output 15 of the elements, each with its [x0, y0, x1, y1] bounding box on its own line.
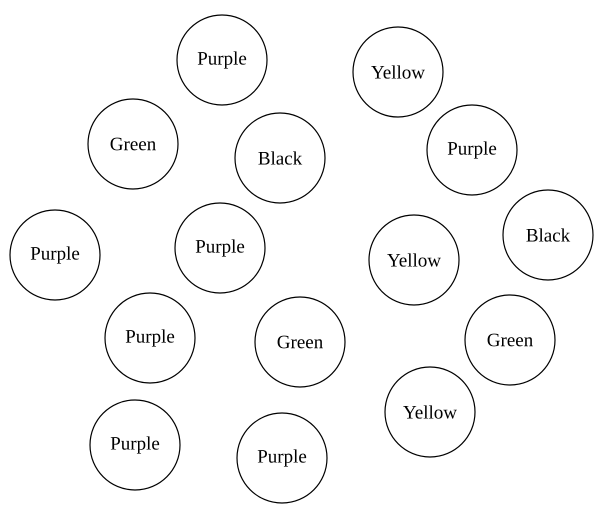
circle-node: Purple [89, 399, 181, 491]
circle-node: Purple [9, 209, 101, 301]
circle-node: Yellow [368, 214, 460, 306]
circle-node: Purple [104, 292, 196, 384]
circle-node: Green [464, 294, 556, 386]
circle-node: Black [234, 112, 326, 204]
circle-node: Green [254, 296, 346, 388]
circle-node: Black [502, 189, 594, 281]
circle-node: Purple [426, 104, 518, 196]
circle-node: Purple [236, 412, 328, 504]
circle-node: Green [87, 98, 179, 190]
circle-node: Purple [174, 202, 266, 294]
circle-node: Yellow [384, 366, 476, 458]
circle-node: Purple [176, 14, 268, 106]
circle-node: Yellow [352, 26, 444, 118]
